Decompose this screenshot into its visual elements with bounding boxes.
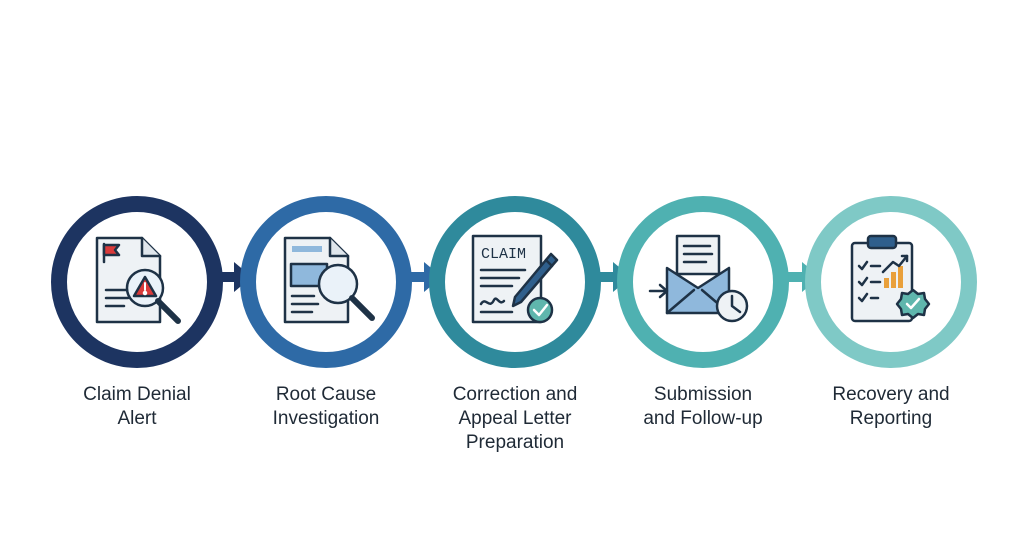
step-label-2: Root Cause Investigation bbox=[226, 383, 426, 431]
step-label-4-line-1: Submission bbox=[653, 384, 753, 405]
step-label-5: Recovery and Reporting bbox=[791, 383, 991, 431]
step-label-3: Correction and Appeal Letter Preparation bbox=[415, 383, 615, 455]
claim-form-pen-check-icon: CLAIM bbox=[471, 234, 559, 324]
document-warning-magnifier-icon bbox=[95, 236, 181, 324]
step-label-1-line-2: Alert bbox=[117, 408, 157, 429]
step-label-5-line-1: Recovery and bbox=[832, 384, 950, 405]
clipboard-chart-badge-icon bbox=[850, 234, 931, 323]
envelope-clock-icon bbox=[648, 234, 749, 323]
claim-form-text: CLAIM bbox=[481, 246, 526, 263]
step-label-3-line-2: Appeal Letter bbox=[458, 408, 572, 429]
step-label-1-line-1: Claim Denial bbox=[83, 384, 191, 405]
step-label-2-line-1: Root Cause bbox=[275, 384, 377, 405]
step-label-4: Submission and Follow-up bbox=[603, 383, 803, 431]
step-label-2-line-2: Investigation bbox=[272, 408, 380, 429]
step-label-3-line-1: Correction and bbox=[452, 384, 578, 405]
step-label-3-line-3: Preparation bbox=[465, 432, 565, 453]
step-label-5-line-2: Reporting bbox=[849, 408, 933, 429]
step-label-4-line-2: and Follow-up bbox=[643, 408, 763, 429]
step-ring-4 bbox=[617, 196, 789, 368]
document-magnifier-icon bbox=[283, 236, 375, 324]
step-label-1: Claim Denial Alert bbox=[37, 383, 237, 431]
